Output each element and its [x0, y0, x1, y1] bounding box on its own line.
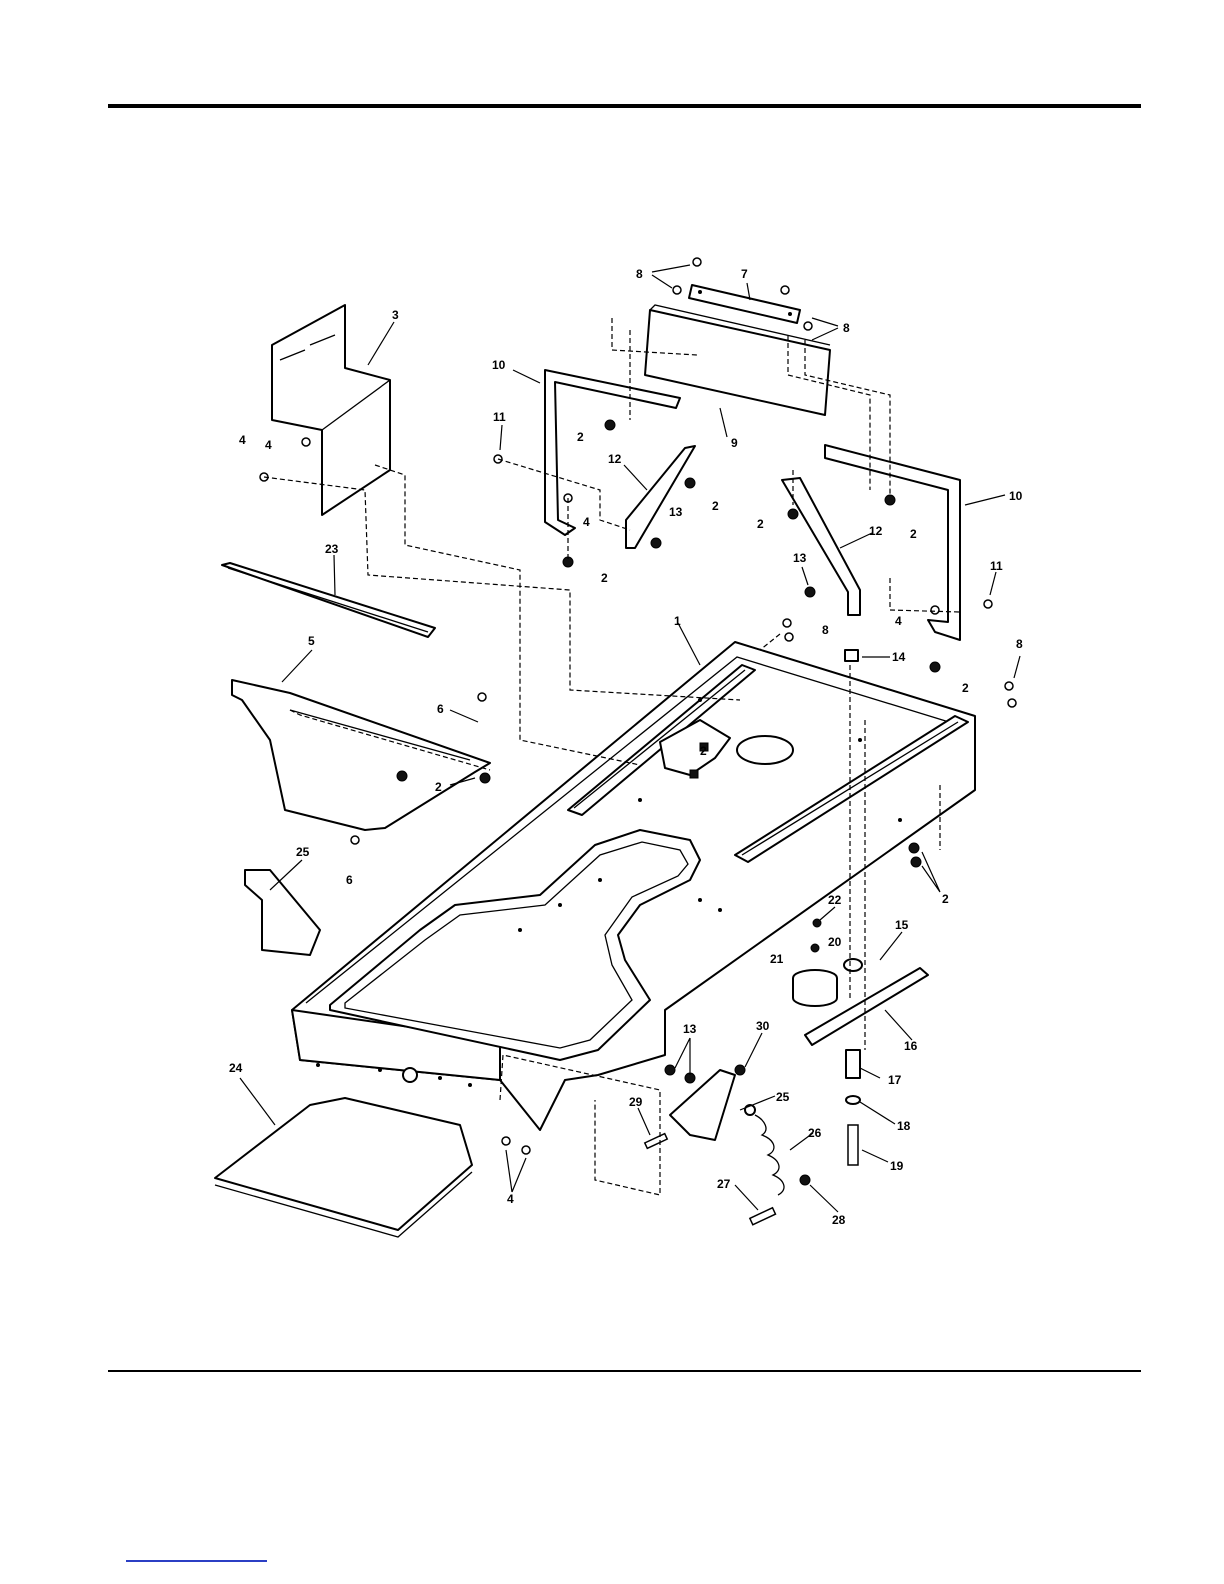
callout-27: 27 [717, 1177, 731, 1191]
callout-1: 1 [674, 614, 681, 628]
callout-6: 6 [346, 873, 353, 887]
callout-14: 14 [892, 650, 906, 664]
callout-3: 3 [392, 308, 399, 322]
callout-24: 24 [229, 1061, 243, 1075]
callout-28: 28 [832, 1213, 846, 1227]
callout-13: 13 [683, 1022, 697, 1036]
callout-2: 2 [700, 744, 707, 758]
callout-8: 8 [1016, 637, 1023, 651]
callout-4: 4 [583, 515, 590, 529]
mat-24 [215, 1098, 472, 1237]
callout-4: 4 [265, 438, 272, 452]
callout-11: 11 [493, 410, 506, 424]
callout-2: 2 [601, 571, 608, 585]
callout-10: 10 [1009, 489, 1023, 503]
callout-11: 11 [990, 559, 1003, 573]
callout-8: 8 [636, 267, 643, 281]
callout-18: 18 [897, 1119, 911, 1133]
callout-19: 19 [890, 1159, 904, 1173]
brace-12-left [626, 446, 695, 548]
callout-16: 16 [904, 1039, 918, 1053]
callout-2: 2 [435, 780, 442, 794]
callout-2: 2 [962, 681, 969, 695]
callout-25: 25 [776, 1090, 790, 1104]
callout-4: 4 [895, 614, 902, 628]
callout-13: 13 [793, 551, 807, 565]
callout-2: 2 [712, 499, 719, 513]
callout-20: 20 [828, 935, 842, 949]
callout-6: 6 [437, 702, 444, 716]
callout-25: 25 [296, 845, 310, 859]
spring-bracket-25-26 [645, 1065, 810, 1225]
callout-22: 22 [828, 893, 842, 907]
strip-23 [222, 563, 435, 637]
callout-7: 7 [741, 267, 748, 281]
callout-2: 2 [942, 892, 949, 906]
callout-23: 23 [325, 542, 339, 556]
bracket-3 [272, 305, 390, 515]
callout-12: 12 [608, 452, 622, 466]
callout-9: 9 [731, 436, 738, 450]
callout-12: 12 [869, 524, 883, 538]
callout-10: 10 [492, 358, 506, 372]
callout-2: 2 [577, 430, 584, 444]
bracket-25-left [245, 870, 320, 955]
callout-13: 13 [669, 505, 683, 519]
callout-2: 2 [757, 517, 764, 531]
callout-8: 8 [822, 623, 829, 637]
shield-5 [232, 680, 490, 830]
callout-4: 4 [239, 433, 246, 447]
callout-21: 21 [770, 952, 784, 966]
callout-5: 5 [308, 634, 315, 648]
callout-2: 2 [910, 527, 917, 541]
callout-15: 15 [895, 918, 909, 932]
callout-26: 26 [808, 1126, 822, 1140]
brace-12-right [782, 478, 860, 615]
bracket-10-right [825, 445, 960, 640]
main-frame [292, 642, 975, 1130]
callout-4: 4 [507, 1192, 514, 1206]
callout-30: 30 [756, 1019, 770, 1033]
callout-17: 17 [888, 1073, 902, 1087]
callout-29: 29 [629, 1095, 643, 1109]
callout-8: 8 [843, 321, 850, 335]
